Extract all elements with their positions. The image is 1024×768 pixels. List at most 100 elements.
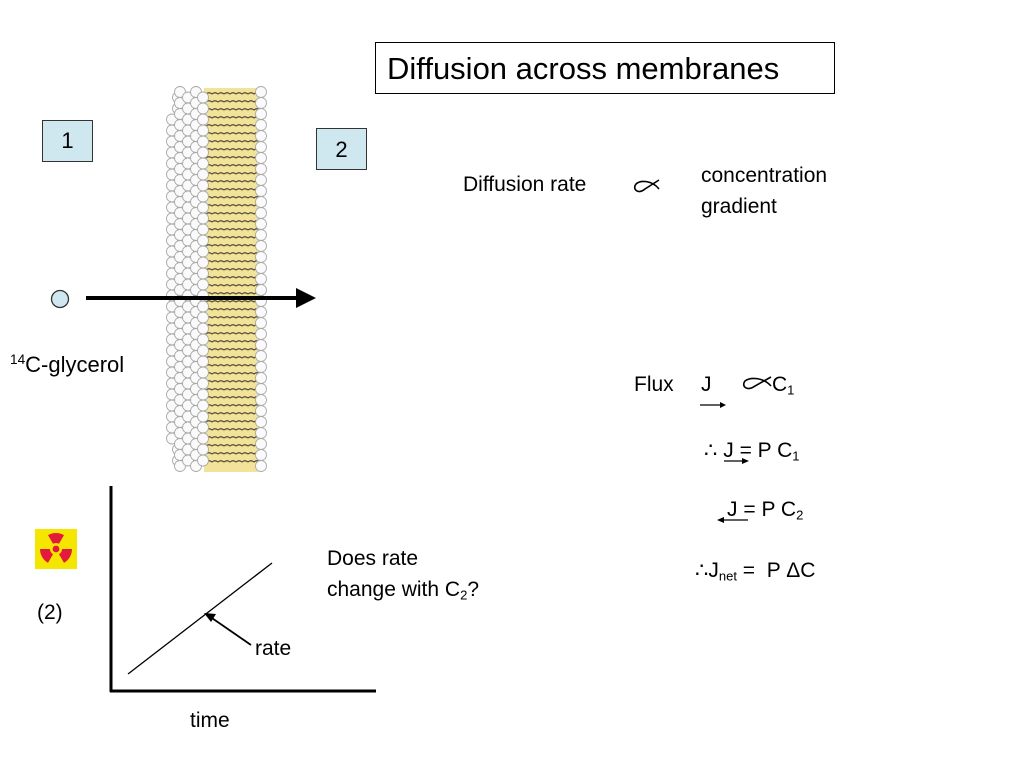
- rate-line-label: rate: [255, 637, 292, 660]
- rate-pointer-arrow: [208, 615, 252, 646]
- lipid-head: [255, 460, 267, 472]
- question-line2: change with C2?: [327, 578, 479, 602]
- lipid-tail: [205, 388, 261, 391]
- flux-c1: C1: [772, 373, 794, 397]
- flux-j-symbol: J: [701, 373, 712, 396]
- forward-j-symbol: J: [723, 439, 734, 462]
- lipid-tail: [205, 276, 261, 279]
- net-rhs: = P ΔC: [736, 559, 816, 582]
- lipid-tail: [205, 196, 261, 199]
- trefoil-blade: [40, 549, 53, 563]
- molecule-name: C-glycerol: [25, 352, 125, 377]
- lipid-tail: [205, 172, 261, 175]
- x-axis-label: time: [190, 709, 230, 732]
- lipid-tail: [205, 132, 261, 135]
- lipid-tail: [205, 404, 261, 407]
- compartment-2-label: 2: [316, 128, 367, 170]
- lipid-tail: [205, 228, 261, 231]
- membrane-hydrophobic-core: [204, 88, 258, 472]
- lipid-tail: [205, 428, 261, 431]
- lipid-tail: [205, 212, 261, 215]
- therefore-symbol: ∴: [704, 439, 718, 462]
- lipid-tail: [205, 252, 261, 255]
- reverse-j-symbol: J: [727, 498, 738, 521]
- lipid-tail: [205, 412, 261, 415]
- lipid-tail: [205, 372, 261, 375]
- reverse-rhs: = P C: [743, 498, 797, 521]
- net-j-symbol: J: [708, 559, 719, 582]
- lipid-tail: [205, 300, 261, 303]
- rate-pointer-arrowhead: [204, 613, 216, 622]
- lipid-tail: [205, 92, 261, 95]
- gradient-label: gradient: [701, 195, 777, 218]
- diffusion-rate-label: Diffusion rate: [463, 173, 587, 196]
- lipid-tail: [205, 140, 261, 143]
- reverse-c-subscript: 2: [796, 507, 804, 523]
- question-c-subscript: 2: [460, 587, 468, 603]
- lipid-tail: [205, 292, 261, 295]
- lipid-tail: [205, 332, 261, 335]
- lipid-tail: [205, 260, 261, 263]
- diffusion-arrow-head: [296, 288, 316, 308]
- question-line1: Does rate: [327, 547, 419, 570]
- lipid-tail: [205, 220, 261, 223]
- equation-net-flux: ∴Jnet = P ΔC: [695, 558, 815, 583]
- trefoil-blade: [48, 533, 64, 544]
- lipid-tail: [205, 108, 261, 111]
- glycerol-molecule-icon: [50, 289, 70, 309]
- lipid-tail: [205, 148, 261, 151]
- lipid-tail: [205, 396, 261, 399]
- question-prefix: change with C: [327, 578, 461, 601]
- lipid-tail: [205, 364, 261, 367]
- lipid-tail: [205, 124, 261, 127]
- forward-c-subscript: 1: [792, 448, 800, 464]
- proportional-to-icon: [742, 376, 772, 390]
- forward-rhs: = P C: [739, 439, 793, 462]
- equation-forward-flux: ∴ J = P C1: [704, 438, 800, 463]
- lipid-tail: [205, 356, 261, 359]
- lipid-tail: [205, 164, 261, 167]
- lipid-tail: [205, 180, 261, 183]
- reverse-flux-arrowhead: [717, 517, 724, 523]
- proportional-to-icon: [633, 179, 660, 193]
- question-suffix: ?: [467, 578, 480, 601]
- radiation-hazard-icon: [35, 529, 77, 569]
- lipid-head: [197, 454, 209, 467]
- flux-c1-subscript: 1: [787, 382, 795, 398]
- molecule-label: 14C-glycerol: [10, 352, 124, 378]
- lipid-tail: [205, 188, 261, 191]
- lipid-tail: [205, 420, 261, 423]
- therefore-symbol: ∴: [695, 559, 709, 582]
- equation-reverse-flux: J = P C2: [727, 498, 803, 522]
- lipid-tail: [205, 268, 261, 271]
- lipid-tail: [205, 348, 261, 351]
- rate-line: [127, 562, 273, 675]
- lipid-tail: [205, 204, 261, 207]
- lipid-tail: [205, 244, 261, 247]
- lipid-tail: [205, 452, 261, 455]
- lipid-tail: [205, 316, 261, 319]
- lipid-tail: [205, 156, 261, 159]
- lipid-tail: [205, 236, 261, 239]
- lipid-tail: [205, 100, 261, 103]
- lipid-tail: [205, 116, 261, 119]
- flux-direction-arrowhead: [720, 402, 726, 408]
- lipid-tail: [205, 308, 261, 311]
- lipid-tail: [205, 460, 261, 463]
- slide-title: Diffusion across membranes: [375, 42, 835, 94]
- flux-c1-base: C: [772, 373, 788, 396]
- isotope-superscript: 14: [10, 351, 26, 367]
- forward-flux-arrowhead: [742, 458, 749, 464]
- compartment-1-label: 1: [42, 120, 93, 162]
- concentration-label: concentration: [701, 164, 828, 187]
- lipid-tail: [205, 284, 261, 287]
- lipid-tail: [205, 324, 261, 327]
- flux-label: Flux: [634, 373, 674, 396]
- lipid-tail: [205, 436, 261, 439]
